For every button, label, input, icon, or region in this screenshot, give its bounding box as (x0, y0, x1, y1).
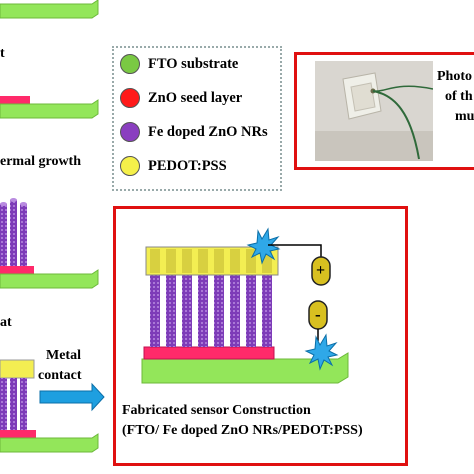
process-steps-graphic (0, 0, 105, 453)
fto-swatch (120, 54, 140, 74)
sensor-cross-section (141, 227, 349, 384)
legend-item-pedot: PEDOT:PSS (120, 156, 227, 176)
fto-layer (141, 352, 349, 384)
pedot-swatch (120, 156, 140, 176)
step1-label: t (0, 46, 5, 61)
minus-symbol: - (315, 305, 321, 324)
seed-layer (143, 346, 275, 360)
photo-text-line3: mu (455, 109, 474, 124)
legend-label: PEDOT:PSS (148, 157, 227, 174)
nanorods (150, 271, 272, 347)
plus-terminal (311, 256, 331, 286)
legend-label: FTO substrate (148, 55, 239, 72)
legend-label: ZnO seed layer (148, 89, 243, 106)
sensor-caption-line1: Fabricated sensor Construction (122, 403, 311, 418)
step2-label: ermal growth (0, 154, 81, 169)
photo-text-line2: of th (445, 89, 473, 104)
plus-symbol: + (316, 262, 326, 279)
seed-swatch (120, 88, 140, 108)
legend-item-seed: ZnO seed layer (120, 88, 242, 108)
arrow-label-contact: contact (38, 368, 82, 383)
legend-item-nanorod: Fe doped ZnO NRs (120, 122, 268, 142)
photo-panel: Photo of th mu (294, 52, 474, 170)
step1-fto-substrate (0, 0, 99, 19)
step4-pedot-coated (0, 359, 99, 453)
bottom-contact-spark (304, 333, 339, 371)
step2-seed-layer (0, 96, 99, 119)
wire (268, 244, 322, 257)
sensor-caption-line2: (FTO/ Fe doped ZnO NRs/PEDOT:PSS) (122, 423, 363, 438)
metal-contact-arrow (39, 382, 105, 412)
nanorod-swatch (120, 122, 140, 142)
legend: FTO substrate ZnO seed layer Fe doped Zn… (112, 46, 282, 191)
step3-label: at (0, 315, 12, 330)
legend-item-fto: FTO substrate (120, 54, 238, 74)
pedot-rod-tips (150, 249, 272, 273)
legend-label: Fe doped ZnO NRs (148, 123, 268, 140)
top-contact-spark (246, 227, 281, 265)
photo-text-line1: Photo (437, 69, 472, 84)
step3-nanorods (0, 198, 99, 289)
sensor-construction-panel: + - Fabricated sensor Construction (FTO/… (113, 206, 408, 466)
sensor-photo (315, 61, 433, 161)
arrow-label-metal: Metal (46, 348, 81, 363)
